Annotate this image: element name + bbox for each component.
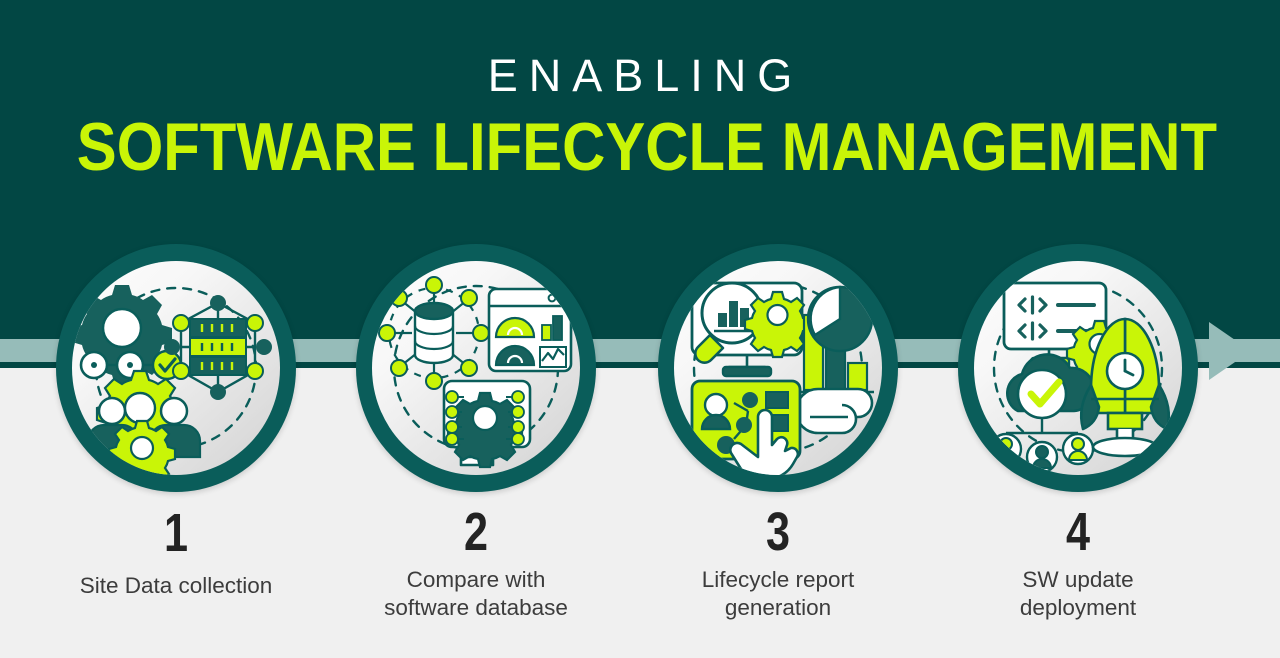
database-dashboard-monitor-icon [372,261,580,475]
process-flow-arrowhead-icon [1209,322,1251,380]
step-2-number: 2 [463,502,489,562]
step-4-number: 4 [1065,502,1091,562]
step-2-circle-inner [372,261,580,475]
title-block: ENABLING SOFTWARE LIFECYCLE MANAGEMENT [0,0,1280,184]
code-deploy-rocket-icon [974,261,1182,475]
step-2-caption: Compare with software database [384,567,568,620]
step-1-number: 1 [163,503,189,563]
step-3-circle-inner [674,261,882,475]
gears-people-network-icon [72,261,280,475]
step-1-circle [56,244,296,492]
step-1-circle-inner [72,261,280,475]
step-1-caption: Site Data collection [79,573,273,598]
step-4-circle [958,244,1198,492]
step-2-circle [356,244,596,492]
step-4-caption: SW update deployment [1019,567,1137,620]
page-title: SOFTWARE LIFECYCLE MANAGEMENT [76,109,1218,185]
report-analytics-hand-icon [674,261,882,475]
eyebrow-text: ENABLING [487,50,804,101]
step-3-number: 3 [765,502,791,562]
step-3-circle [658,244,898,492]
step-3-caption: Lifecycle report generation [701,567,855,620]
step-4-circle-inner [974,261,1182,475]
